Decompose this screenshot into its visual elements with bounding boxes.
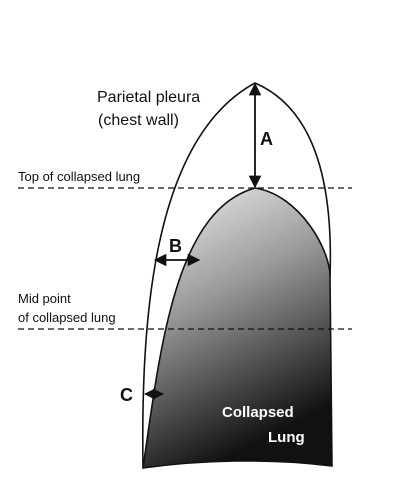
marker-c: C: [120, 385, 133, 405]
top-of-collapsed-lung-label: Top of collapsed lung: [18, 169, 140, 184]
parietal-pleura-outline: [141, 82, 332, 469]
marker-b: B: [169, 236, 182, 256]
collapsed-lung-label-line1: Collapsed: [222, 404, 294, 421]
collapsed-lung-label-line2: Lung: [268, 429, 305, 446]
chest-wall-label: (chest wall): [98, 112, 179, 129]
collapsed-lung-shape: [142, 187, 333, 469]
mid-point-label-line2: of collapsed lung: [18, 310, 116, 325]
mid-point-label-line1: Mid point: [18, 291, 71, 306]
marker-a: A: [260, 129, 273, 149]
parietal-pleura-label: Parietal pleura: [97, 89, 200, 106]
